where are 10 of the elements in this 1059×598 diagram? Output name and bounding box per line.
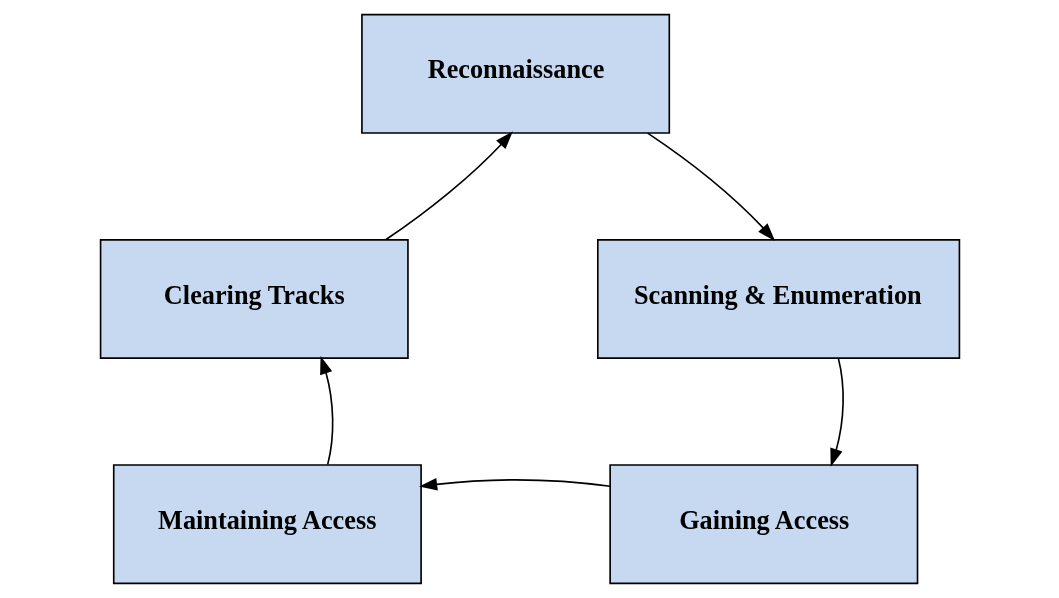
arrow <box>646 132 775 241</box>
arrow <box>384 131 513 241</box>
arrow <box>418 477 611 491</box>
arrow <box>319 356 333 466</box>
node-box: Clearing Tracks <box>99 239 409 359</box>
node-box: Maintaining Access <box>112 464 422 585</box>
node-box: Reconnaissance <box>360 13 670 134</box>
arrow <box>829 357 844 467</box>
node-box: Gaining Access <box>608 464 918 585</box>
node-box: Scanning & Enumeration <box>596 239 960 359</box>
